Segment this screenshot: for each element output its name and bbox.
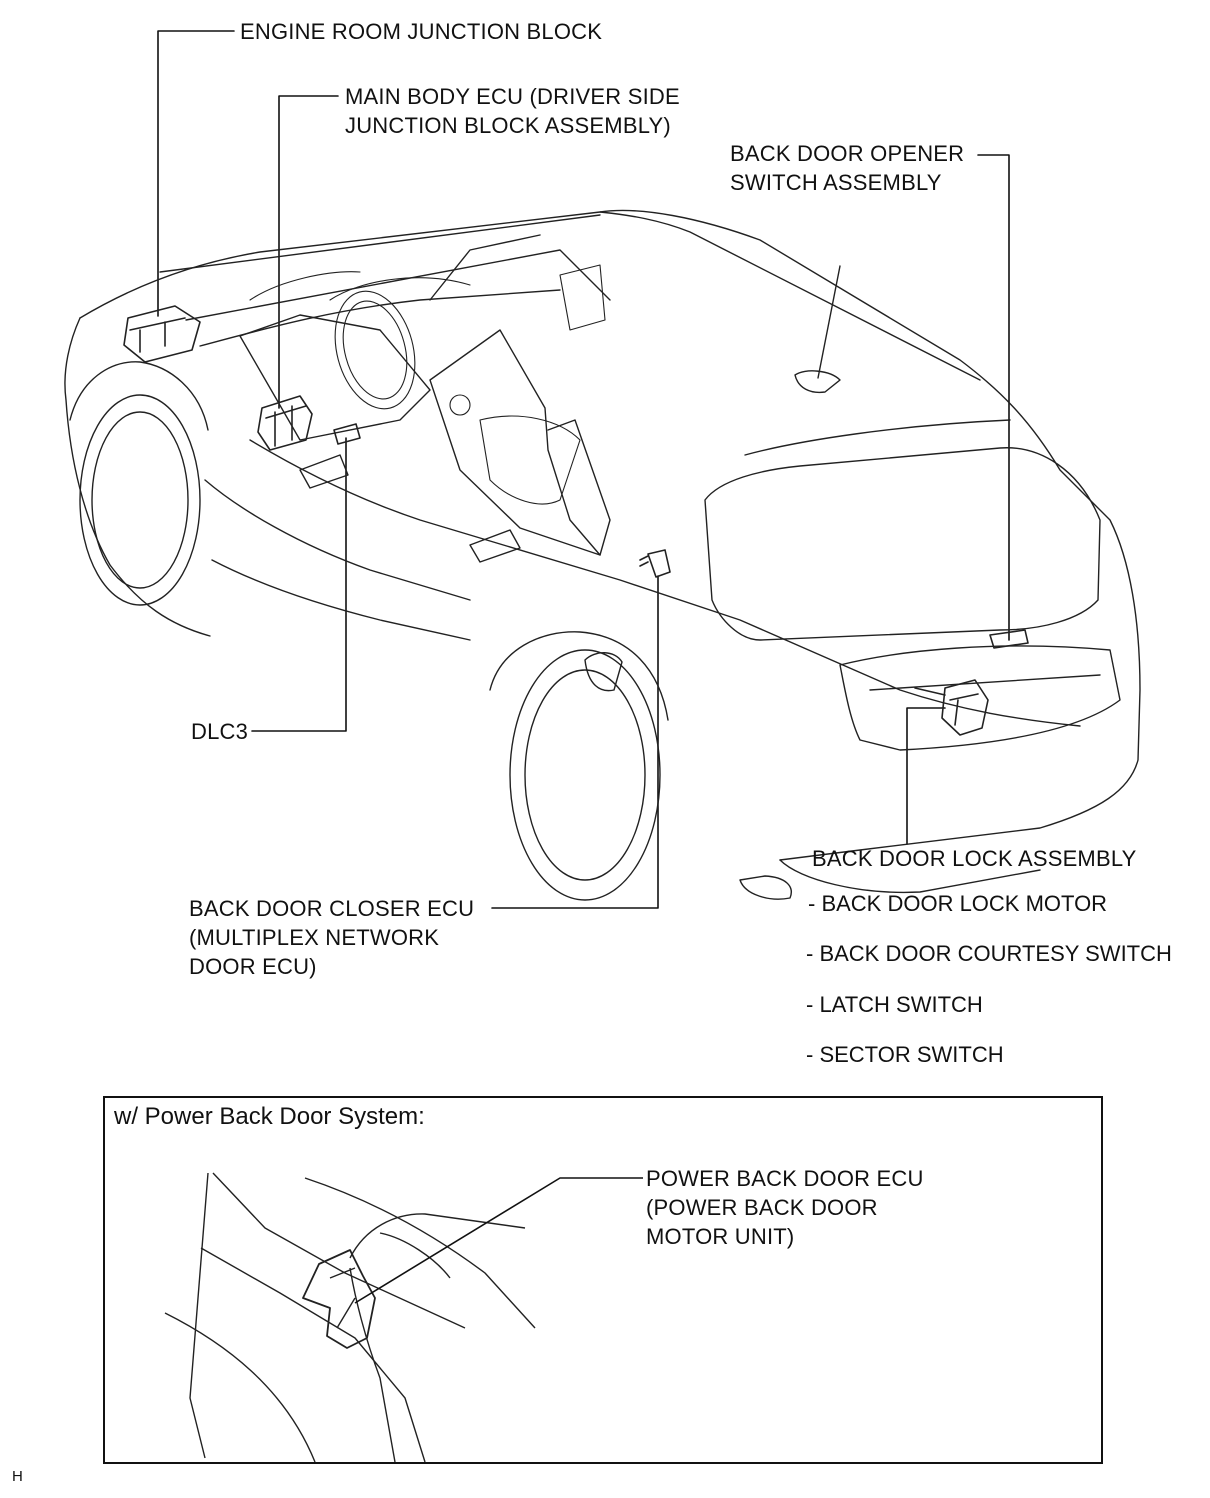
label-engine-room-junction-block: ENGINE ROOM JUNCTION BLOCK xyxy=(240,19,603,44)
leader-back-door-lock xyxy=(906,707,946,845)
back-door-closer-ecu xyxy=(639,549,671,578)
rear-wheel xyxy=(489,631,669,901)
leader-back-door-opener xyxy=(977,154,1010,641)
lock-component-item: - LATCH SWITCH xyxy=(806,992,983,1017)
lock-component-item: - SECTOR SWITCH xyxy=(806,1042,1004,1067)
dlc3-connector xyxy=(333,423,361,445)
lock-component-item: - BACK DOOR COURTESY SWITCH xyxy=(806,941,1172,966)
label-main-body-ecu: MAIN BODY ECU (DRIVER SIDE JUNCTION BLOC… xyxy=(345,84,680,138)
front-wheel xyxy=(69,361,209,606)
leader-back-door-closer-ecu xyxy=(491,575,659,909)
back-door-lock-assembly xyxy=(914,679,989,736)
engine-room-junction-block xyxy=(123,305,201,363)
leader-power-back-door-ecu xyxy=(354,1177,643,1304)
label-power-back-door-ecu: POWER BACK DOOR ECU (POWER BACK DOOR MOT… xyxy=(646,1166,924,1249)
inset-title: w/ Power Back Door System: xyxy=(114,1103,425,1130)
leader-lines xyxy=(157,30,1010,909)
back-door-opener-switch xyxy=(989,629,1029,649)
leader-main-body-ecu xyxy=(278,95,339,409)
car-body xyxy=(64,209,1141,900)
power-back-door-inset: w/ Power Back Door System: POWER BACK DO… xyxy=(103,1096,1103,1464)
label-back-door-opener-switch: BACK DOOR OPENER SWITCH ASSEMBLY xyxy=(730,141,965,195)
label-dlc3: DLC3 xyxy=(191,719,249,744)
interior xyxy=(249,264,606,505)
main-body-ecu xyxy=(257,395,313,451)
inset-illustration xyxy=(164,1172,643,1462)
figure-mark: H xyxy=(12,1468,23,1485)
label-back-door-lock-assembly: BACK DOOR LOCK ASSEMBLY xyxy=(812,846,1137,871)
leader-dlc3 xyxy=(251,437,347,732)
lock-component-item: - BACK DOOR LOCK MOTOR xyxy=(808,891,1108,916)
leader-engine-room-jb xyxy=(157,30,235,317)
label-back-door-closer-ecu: BACK DOOR CLOSER ECU (MULTIPLEX NETWORK … xyxy=(189,896,475,979)
